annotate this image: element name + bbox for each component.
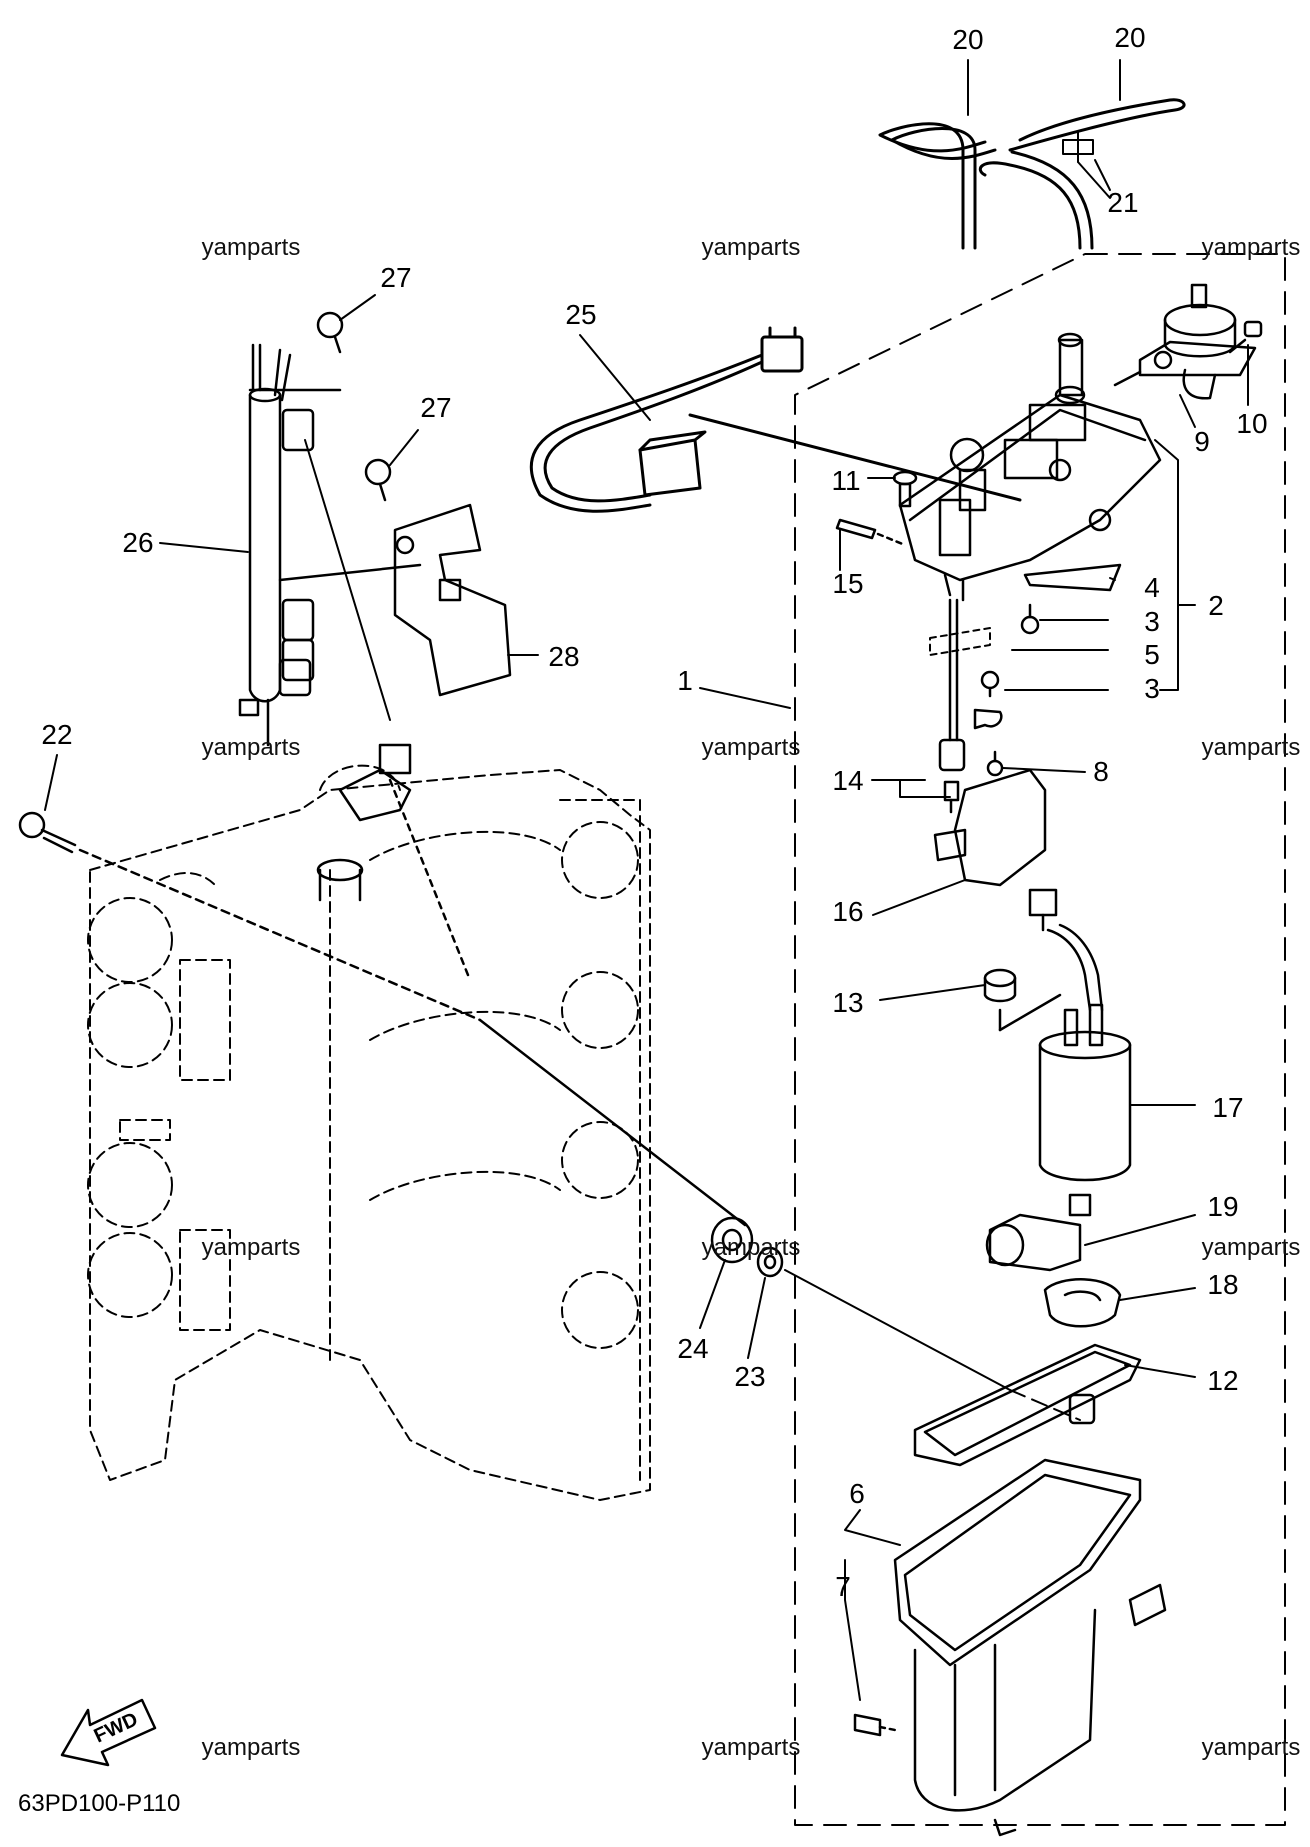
callout-17: 17 xyxy=(1212,1092,1244,1123)
callout-24: 24 xyxy=(677,1333,709,1364)
bolt-27b xyxy=(364,458,392,502)
fwd-arrow-icon xyxy=(60,1698,157,1767)
callout-11: 11 xyxy=(831,465,861,496)
watermark: yamparts xyxy=(1201,1234,1301,1261)
callout-2: 2 xyxy=(1208,590,1224,621)
watermark: yamparts xyxy=(701,234,801,261)
callout-18: 18 xyxy=(1207,1269,1239,1300)
watermark: yamparts xyxy=(1201,734,1301,761)
assembly-1-boundary xyxy=(794,253,1286,1826)
callout-1: 1 xyxy=(677,665,693,696)
fuel-hose-20 xyxy=(878,98,1186,250)
callout-22: 22 xyxy=(41,719,73,750)
callout-28: 28 xyxy=(548,641,580,672)
callout-20a: 20 xyxy=(952,24,984,55)
watermark: yamparts xyxy=(201,1734,301,1761)
callout-9: 9 xyxy=(1194,426,1210,457)
clip-23 xyxy=(756,1246,784,1278)
harness-25 xyxy=(529,326,1022,513)
bolt-22 xyxy=(18,811,747,1227)
callout-15: 15 xyxy=(832,568,864,599)
drawing-code: 63PD100-P110 xyxy=(18,1790,181,1817)
pump-top-cover xyxy=(898,332,1162,602)
callout-5: 5 xyxy=(1144,639,1160,670)
sensor-19 xyxy=(985,1193,1092,1272)
regulator-9 xyxy=(1113,283,1257,400)
callout-6: 6 xyxy=(849,1478,865,1509)
watermark: yamparts xyxy=(201,1234,301,1261)
watermark: yamparts xyxy=(701,734,801,761)
joint-21 xyxy=(1062,131,1111,199)
callout-20b: 20 xyxy=(1114,22,1146,53)
callout-27a: 27 xyxy=(380,262,412,293)
callout-21: 21 xyxy=(1107,187,1139,218)
fuel-pump-17 xyxy=(998,888,1132,1182)
callout-25: 25 xyxy=(565,299,597,330)
plate-5 xyxy=(929,627,991,656)
grommet-24 xyxy=(710,1216,754,1264)
bracket-28 xyxy=(393,503,512,697)
watermark: yamparts xyxy=(1201,1734,1301,1761)
gasket-12 xyxy=(913,1343,1142,1467)
fuel-rail-26 xyxy=(238,343,422,747)
screw-3-upper xyxy=(1020,603,1040,635)
watermark: yamparts xyxy=(1201,234,1301,261)
bracket-4 xyxy=(1023,563,1122,592)
callout-8: 8 xyxy=(1093,756,1109,787)
filter-16 xyxy=(933,768,1047,887)
screw-7 xyxy=(853,1713,897,1737)
callout-3b: 3 xyxy=(1144,673,1160,704)
callout-27b: 27 xyxy=(420,392,452,423)
collar-13 xyxy=(983,968,1017,1003)
callout-12: 12 xyxy=(1207,1365,1239,1396)
bolt-27a xyxy=(316,311,344,354)
callout-19: 19 xyxy=(1207,1191,1239,1222)
callout-23: 23 xyxy=(734,1361,766,1392)
clamp-18 xyxy=(1043,1278,1122,1328)
intake-manifold xyxy=(87,764,651,1501)
screw-10 xyxy=(1228,320,1263,354)
watermark: yamparts xyxy=(201,234,301,261)
watermark: yamparts xyxy=(701,1734,801,1761)
watermark: yamparts xyxy=(201,734,301,761)
clip-8 xyxy=(973,708,1004,777)
leader-lines xyxy=(44,59,1249,1701)
callout-16: 16 xyxy=(832,896,864,927)
vapor-separator-6 xyxy=(893,1393,1167,1837)
callout-13: 13 xyxy=(832,987,864,1018)
callout-3a: 3 xyxy=(1144,606,1160,637)
callout-4: 4 xyxy=(1144,572,1160,603)
callout-14: 14 xyxy=(832,765,864,796)
sensor-manifold xyxy=(316,743,472,982)
callout-26: 26 xyxy=(122,527,154,558)
screw-3-lower xyxy=(980,670,1000,698)
callout-10: 10 xyxy=(1236,408,1268,439)
callout-7: 7 xyxy=(835,1571,851,1602)
watermark: yamparts xyxy=(701,1234,801,1261)
pin-15 xyxy=(835,518,907,547)
grommet-14 xyxy=(938,738,966,814)
